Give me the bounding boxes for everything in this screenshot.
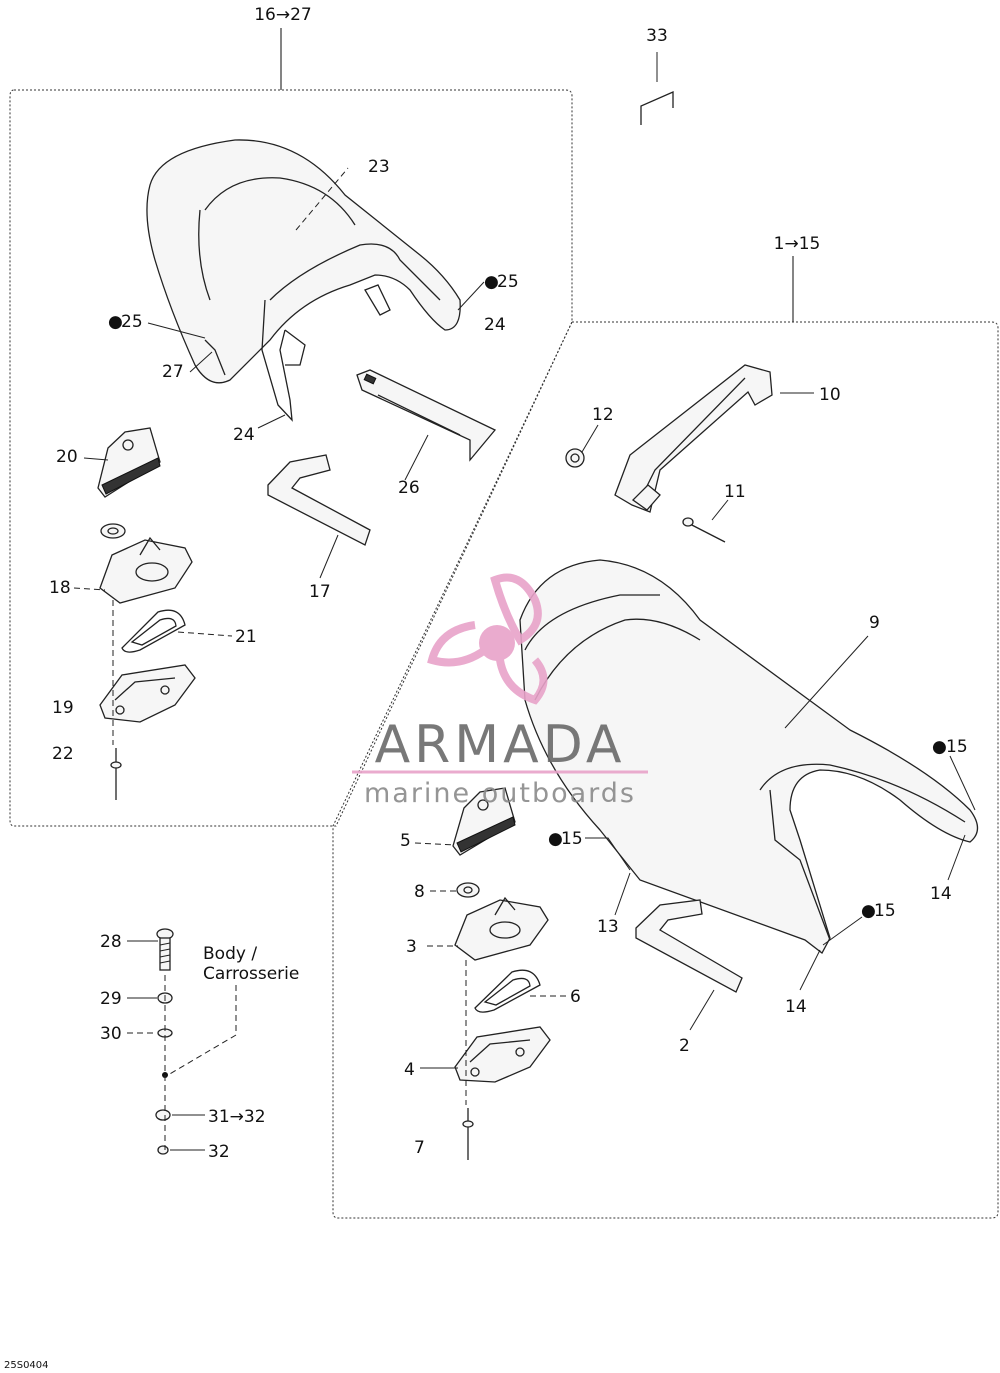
callout-22: 22	[52, 744, 74, 764]
callout-6: 6	[570, 987, 581, 1007]
callout-8: 8	[414, 882, 425, 902]
drawing-code: 25S0404	[4, 1360, 49, 1371]
drop-icon-25b: ●	[108, 312, 123, 332]
callout-17: 17	[309, 582, 331, 602]
part-32-nut	[157, 1145, 169, 1155]
callout-2: 2	[679, 1036, 690, 1056]
part-4-base-plate	[454, 1026, 551, 1083]
drop-icon-15c: ●	[861, 901, 876, 921]
part-3-striker-plate	[454, 896, 549, 961]
watermark-brand: ARMADA	[375, 715, 626, 775]
part-6-gasket	[474, 969, 541, 1013]
callout-30: 30	[100, 1024, 122, 1044]
callout-13: 13	[597, 917, 619, 937]
watermark-tagline: marine outboards	[364, 778, 636, 809]
callout-18: 18	[49, 578, 71, 598]
part-2-rod	[635, 899, 743, 993]
right-group-label: 1→15	[774, 234, 821, 254]
propeller-logo-icon	[427, 573, 548, 705]
part-17-rod	[267, 454, 371, 546]
callout-27: 27	[162, 362, 184, 382]
part-26-bracket	[356, 369, 497, 462]
body-label-line1: Body /	[203, 944, 257, 964]
body-label-line2: Carrosserie	[203, 964, 299, 984]
part-8-washer	[456, 882, 480, 898]
item-33-label: 33	[646, 26, 668, 46]
part-12-grommet	[565, 448, 585, 468]
part-19-base-plate	[99, 664, 196, 723]
callout-10: 10	[819, 385, 841, 405]
callout-31: 31→32	[208, 1107, 266, 1127]
right-group-frame	[332, 256, 999, 1219]
part-33-bracket	[640, 52, 674, 125]
callout-24b: 24	[233, 425, 255, 445]
callout-29: 29	[100, 989, 122, 1009]
part-22-rivet	[110, 600, 122, 800]
left-leaders	[73, 167, 485, 637]
watermark: ARMADA marine outboards	[352, 573, 648, 809]
callout-28: 28	[100, 932, 122, 952]
part-18-striker-plate	[99, 536, 193, 604]
callout-5: 5	[400, 831, 411, 851]
callout-9: 9	[869, 613, 880, 633]
callout-21: 21	[235, 627, 257, 647]
callout-24a: 24	[484, 315, 506, 335]
drop-icon-25a: ●	[484, 272, 499, 292]
callout-14a: 14	[930, 884, 952, 904]
callout-3: 3	[406, 937, 417, 957]
callout-4: 4	[404, 1060, 415, 1080]
drop-icon-15a: ●	[932, 737, 947, 757]
callout-14b: 14	[785, 997, 807, 1017]
callout-25a: 25	[497, 272, 519, 292]
part-20-latch	[97, 427, 161, 498]
callout-12: 12	[592, 405, 614, 425]
part-31-nut	[155, 1109, 171, 1121]
right-leaders	[414, 392, 976, 1069]
callout-25b: 25	[121, 312, 143, 332]
part-7-rivet	[462, 960, 474, 1160]
part-10-grab-handle	[614, 364, 773, 513]
callout-20: 20	[56, 447, 78, 467]
part-18-washer	[100, 523, 126, 539]
left-group-label: 16→27	[254, 5, 312, 25]
left-group-frame	[9, 28, 573, 827]
callout-26: 26	[398, 478, 420, 498]
part-11-screw	[682, 517, 726, 543]
callout-32: 32	[208, 1142, 230, 1162]
callout-11: 11	[724, 482, 746, 502]
part-5-latch	[452, 787, 516, 856]
callout-15a: 15	[946, 737, 968, 757]
part-9-front-seat	[519, 559, 979, 954]
callout-23: 23	[368, 157, 390, 177]
part-23-rear-seat	[146, 139, 461, 422]
part-28-bolt	[156, 928, 174, 971]
callout-15b: 15	[561, 829, 583, 849]
drop-icon-15b: ●	[548, 829, 563, 849]
body-leaders	[127, 940, 237, 1151]
callout-15c: 15	[874, 901, 896, 921]
callout-7: 7	[414, 1138, 425, 1158]
callout-19: 19	[52, 698, 74, 718]
part-21-gasket	[121, 609, 186, 653]
